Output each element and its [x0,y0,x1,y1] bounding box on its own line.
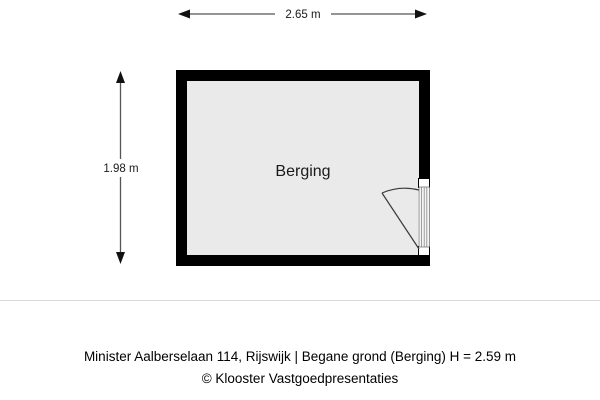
door-swing-arc [381,187,420,194]
door-jamb-bottom [418,246,430,256]
width-dimension-label: 2.65 m [285,9,320,21]
width-dimension: 2.65 m [178,5,427,23]
door-right-wall[interactable] [381,178,431,256]
height-dimension-label: 1.98 m [103,163,138,175]
room-berging[interactable]: Berging [176,70,430,266]
height-dimension: 1.98 m [93,71,149,264]
floorplan-drawing: 2.65 m 1.98 m Berging [93,5,431,266]
room-floor [187,81,419,255]
width-arrow-left-icon [178,9,190,19]
width-arrow-right-icon [415,9,427,19]
property-title: Minister Aalberselaan 114, Rijswijk | Be… [83,349,517,364]
door-jamb-top [418,178,430,188]
height-label-backdrop [93,159,149,177]
door-swing-radius [381,192,420,250]
footer-divider [0,300,600,301]
width-label-backdrop [275,5,331,23]
room-name-label: Berging [275,163,330,180]
footer: Minister Aalberselaan 114, Rijswijk | Be… [0,300,600,400]
height-arrow-top-icon [116,71,125,83]
copyright-notice: © Klooster Vastgoedpresentaties [201,371,399,386]
height-arrow-bottom-icon [116,252,125,264]
